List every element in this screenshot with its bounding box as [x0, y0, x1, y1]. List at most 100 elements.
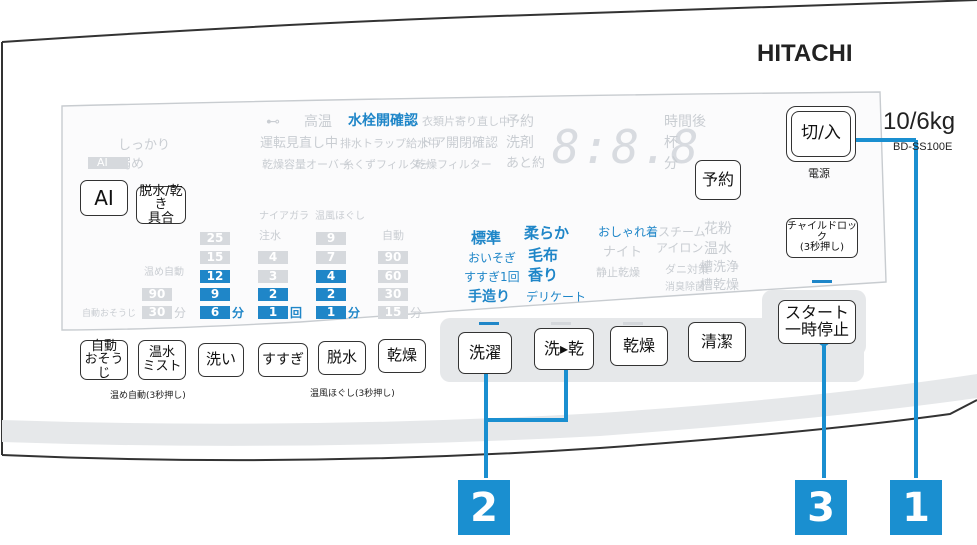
course-clean-label: 清潔 — [700, 331, 733, 351]
course-tub-wash: 槽洗浄 — [700, 260, 740, 275]
col-head-warm-loosen: 温風ほぐし — [315, 211, 365, 222]
course-mite: ダニ対策 — [665, 263, 709, 276]
spin-button-label: 脱水 — [326, 348, 357, 367]
label-minutes: 分 — [664, 156, 678, 172]
course-handmade: 手造り — [468, 289, 510, 305]
course-delicate: デリケート — [526, 290, 587, 304]
course-tub-dry: 槽乾燥 — [700, 278, 740, 293]
dry-time-button-label: 乾燥 — [386, 346, 417, 365]
reserve-button[interactable]: 予約 — [695, 160, 741, 200]
capacity-label: 10/6kg — [883, 108, 956, 135]
course-wash-dry-label: 洗▸乾 — [543, 338, 585, 358]
indicator-load-fix: 衣類片寄り直し中 — [422, 115, 510, 128]
warm-unit: 分 — [174, 306, 187, 320]
course-iron: アイロン — [656, 241, 704, 255]
wash-9: 9 — [200, 288, 230, 301]
course-quick: おいそぎ — [468, 251, 517, 265]
course-wash-button[interactable]: 洗濯 — [458, 332, 512, 374]
course-night: ナイト — [603, 245, 643, 260]
course-rinse1: すすぎ1回 — [464, 270, 520, 284]
wash-15: 15 — [200, 251, 230, 264]
rinse-button[interactable]: すすぎ — [258, 343, 308, 377]
course-fragrance: 香り — [528, 266, 559, 284]
power-button[interactable]: 切/入 — [786, 106, 856, 162]
digit-display: 8:8.8 — [552, 120, 701, 174]
auto-clean-note: 温め自動(3秒押し) — [110, 391, 186, 401]
ai-button[interactable]: AI — [80, 180, 128, 216]
col-head-niagara: ナイアガラ — [259, 211, 309, 222]
warm-mist-label: 温水 ミスト — [142, 345, 182, 374]
ai-indicator-label: AI — [97, 156, 108, 169]
power-under-label: 電源 — [808, 167, 830, 180]
course-clean-button[interactable]: 清潔 — [688, 322, 746, 362]
dehydrate-dry-level-button[interactable]: 脱水/乾き 具合 — [136, 183, 186, 226]
wash-button-label: 洗い — [205, 350, 236, 369]
course-wash-dry-button[interactable]: 洗▸乾 — [534, 328, 594, 370]
col-head-water: 注水 — [259, 229, 281, 242]
power-button-label: 切/入 — [801, 123, 841, 144]
indicator-door: ドア開閉確認 — [420, 136, 499, 151]
rinse-4: 4 — [258, 251, 288, 264]
label-firm: しっかり — [118, 138, 171, 153]
course-dry-label: 乾燥 — [622, 335, 655, 355]
dry-30: 30 — [378, 288, 408, 301]
ai-button-label: AI — [94, 185, 114, 210]
child-lock-label: チャイルドロック (3秒押し) — [787, 221, 857, 254]
course-blanket: 毛布 — [528, 246, 559, 264]
dry-60: 60 — [378, 270, 408, 283]
child-lock-button[interactable]: チャイルドロック (3秒押し) — [786, 218, 858, 258]
wash-12: 12 — [200, 270, 230, 283]
dry-90: 90 — [378, 251, 408, 264]
auto-clean-button[interactable]: 自動 おそうじ — [80, 338, 128, 381]
wash-unit: 分 — [232, 306, 245, 320]
course-standard: 標準 — [471, 229, 502, 247]
spin-button[interactable]: 脱水 — [318, 341, 366, 375]
spin-9: 9 — [316, 232, 346, 245]
spin-7: 7 — [316, 251, 346, 264]
wash-6: 6 — [200, 306, 230, 319]
col-head-auto: 自動 — [382, 229, 404, 242]
wash-button[interactable]: 洗い — [198, 343, 244, 377]
auto-clean-label: 自動 おそうじ — [84, 338, 124, 381]
callout-3-label: 3 — [807, 484, 835, 531]
spin-1: 1 — [316, 306, 346, 319]
label-cups: 杯 — [664, 135, 678, 151]
rinse-3: 3 — [258, 270, 288, 283]
reserve-button-label: 予約 — [701, 169, 734, 189]
rinse-2: 2 — [258, 288, 288, 301]
label-remaining: あと約 — [506, 156, 546, 171]
rinse-unit: 回 — [290, 306, 303, 320]
course-fashion: おしゃれ着 — [598, 225, 659, 239]
callout-1-label: 1 — [902, 484, 930, 531]
start-pause-label: スタート 一時停止 — [784, 303, 849, 339]
indicator-drain: 排水トラップ給水中 — [340, 137, 439, 150]
start-pause-button[interactable]: スタート 一時停止 — [778, 300, 856, 344]
label-reserve: 予約 — [506, 114, 534, 130]
key-lock-icon: ⊷ — [266, 114, 280, 130]
callout-2-label: 2 — [470, 484, 498, 531]
course-pollen: 花粉 — [704, 221, 732, 237]
dehydrate-dry-level-label: 脱水/乾き 具合 — [139, 183, 183, 226]
dry-unit: 分 — [410, 306, 423, 320]
callout-badge-2: 2 — [458, 480, 510, 535]
model-label: BD-SS100E — [893, 141, 953, 153]
course-dry-button[interactable]: 乾燥 — [610, 326, 668, 366]
warm-mist-button[interactable]: 温水 ミスト — [138, 340, 186, 380]
rinse-button-label: すすぎ — [262, 351, 304, 368]
course-steam: スチーム — [658, 225, 706, 239]
brand-logo: HITACHI — [757, 40, 853, 67]
dry-time-button[interactable]: 乾燥 — [378, 339, 426, 373]
spin-2: 2 — [316, 288, 346, 301]
callout-badge-1: 1 — [890, 480, 942, 535]
spin-note: 温風ほぐし(3秒押し) — [310, 389, 395, 399]
course-still-dry: 静止乾燥 — [596, 266, 640, 279]
indicator-dry-filter: 乾燥フィルター — [415, 158, 492, 171]
rinse-1: 1 — [258, 306, 288, 319]
indicator-high-temp: 高温 — [304, 114, 332, 130]
indicator-overload: 乾燥容量オーバー — [262, 158, 350, 171]
label-detergent: 洗剤 — [506, 135, 534, 151]
indicator-running: 運転見直し中 — [260, 136, 339, 151]
course-soft: 柔らか — [524, 224, 570, 242]
spin-unit: 分 — [348, 306, 361, 320]
dry-15: 15 — [378, 306, 408, 319]
